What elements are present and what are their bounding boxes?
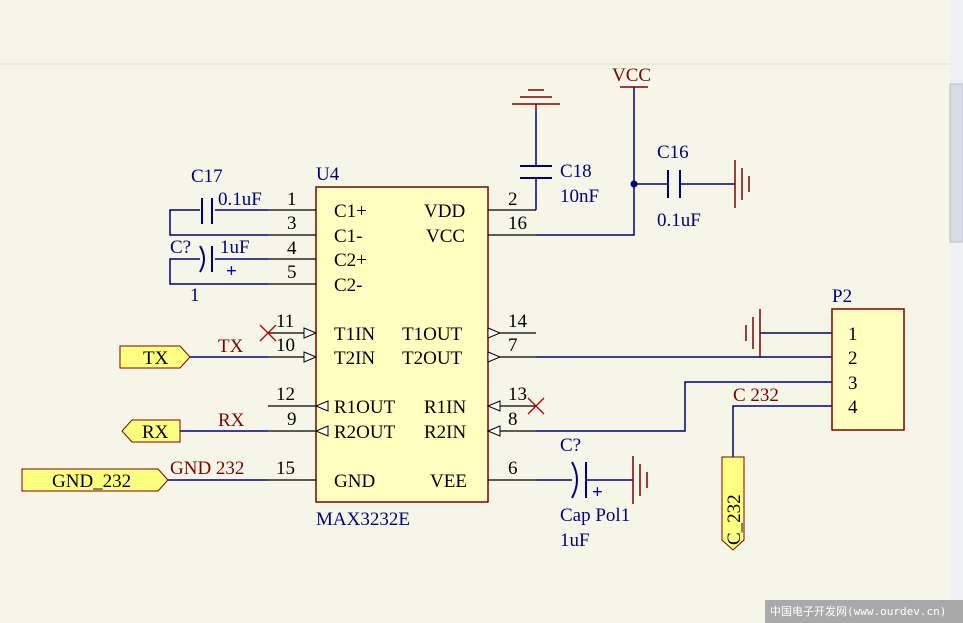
pin-number: 12 xyxy=(276,384,295,405)
pin-number: 9 xyxy=(287,409,297,430)
c-232-port-label: C_232 xyxy=(724,494,745,545)
pin-number: 1 xyxy=(287,189,297,210)
pin-number: 14 xyxy=(508,311,528,332)
pin-name: R2IN xyxy=(424,422,467,443)
p2-body[interactable] xyxy=(831,308,905,431)
c18-symbol[interactable] xyxy=(520,165,552,179)
u4-right-labels: 2 VDD 16 VCC 14 T1OUT 7 T2OUT 13 R1IN 8 … xyxy=(402,189,528,492)
pin-name: C2+ xyxy=(334,250,367,271)
rx-net-label: RX xyxy=(218,410,245,431)
c-vee-ref: C? xyxy=(560,435,581,456)
p2-pin-4: 4 xyxy=(848,397,858,418)
grid xyxy=(0,63,950,65)
pin-name: T2IN xyxy=(334,348,375,369)
ground-icon-vee xyxy=(632,456,648,504)
c-232-port[interactable] xyxy=(721,456,745,551)
pin-name: R1IN xyxy=(424,397,467,418)
c17-ref: C17 xyxy=(191,166,223,187)
pin-name: VEE xyxy=(430,471,467,492)
tx-port[interactable] xyxy=(119,345,191,369)
junction-dot xyxy=(630,180,638,188)
pin-name: T2OUT xyxy=(402,348,463,369)
c-232-net-label: C 232 xyxy=(733,385,779,406)
c-unknown-symbol[interactable] xyxy=(199,245,213,273)
p2-pin-3: 3 xyxy=(848,373,858,394)
pin-number: 8 xyxy=(508,409,518,430)
rx-port[interactable] xyxy=(121,419,181,443)
c-vee-symbol[interactable] xyxy=(571,461,587,499)
u4-ref: U4 xyxy=(316,164,340,185)
gnd-232-port-label: GND_232 xyxy=(52,471,131,492)
u4-body[interactable] xyxy=(315,186,489,503)
pin-name: T1OUT xyxy=(402,324,463,345)
c18-ref: C18 xyxy=(560,161,592,182)
c16-symbol[interactable] xyxy=(667,170,681,198)
gnd-232-port[interactable] xyxy=(21,468,169,492)
ground-icon-p2 xyxy=(745,309,761,357)
tx-port-label: TX xyxy=(143,348,169,369)
p2-pin-1: 1 xyxy=(848,324,858,345)
pin-name: GND xyxy=(334,471,375,492)
pin-number: 11 xyxy=(276,311,294,332)
vcc-net-label: VCC xyxy=(612,65,651,86)
c-vee-value: 1uF xyxy=(560,530,590,551)
pin-name: C1- xyxy=(334,226,363,247)
c18-value: 10nF xyxy=(560,186,599,207)
c16-ref: C16 xyxy=(657,142,689,163)
c17-value: 0.1uF xyxy=(218,189,262,210)
pin-number: 6 xyxy=(508,458,518,479)
pin-number: 5 xyxy=(287,262,297,283)
c-unknown-value: 1uF xyxy=(220,237,250,258)
wires xyxy=(168,87,832,481)
c-unknown-pin1: 1 xyxy=(190,285,200,306)
watermark-text: 中国电子开发网(www.ourdev.cn) xyxy=(770,604,946,618)
pin-name: VDD xyxy=(424,201,465,222)
no-connect-markers xyxy=(259,324,545,415)
pin-name: R2OUT xyxy=(334,422,396,443)
pin-number: 7 xyxy=(508,335,518,356)
pin-number: 16 xyxy=(508,213,527,234)
c-vee-plus: + xyxy=(592,482,603,503)
tx-net-label: TX xyxy=(218,336,244,357)
ground-icon-c16 xyxy=(734,160,750,208)
pin-number: 2 xyxy=(508,189,518,210)
rx-port-label: RX xyxy=(142,422,169,443)
ground-icon-c18 xyxy=(512,89,560,110)
gnd-232-net-label: GND 232 xyxy=(170,458,244,479)
u4-part: MAX3232E xyxy=(316,509,410,530)
pin-number: 15 xyxy=(276,458,295,479)
p2-ref: P2 xyxy=(832,286,852,307)
c17-symbol[interactable] xyxy=(201,198,213,224)
pin-number: 13 xyxy=(508,384,527,405)
pin-name: VCC xyxy=(426,226,465,247)
pin-arrows xyxy=(303,327,502,437)
c-unknown-ref: C? xyxy=(170,237,191,258)
c16-value: 0.1uF xyxy=(657,210,701,231)
watermark-bar xyxy=(765,600,963,623)
scrollbar-thumb[interactable] xyxy=(949,83,963,243)
pin-number: 10 xyxy=(276,335,295,356)
pin-number: 4 xyxy=(287,238,297,259)
pin-name: C1+ xyxy=(334,201,367,222)
pin-name: R1OUT xyxy=(334,397,396,418)
pin-number: 3 xyxy=(287,213,297,234)
c-unknown-plus: + xyxy=(226,261,237,282)
u4-left-labels: 1 C1+ 3 C1- 4 C2+ 5 C2- 11 T1IN 10 T2IN … xyxy=(276,189,396,492)
pin-name: T1IN xyxy=(334,324,375,345)
c-vee-part: Cap Pol1 xyxy=(560,505,630,526)
pin-name: C2- xyxy=(334,275,363,296)
p2-pin-2: 2 xyxy=(848,348,858,369)
